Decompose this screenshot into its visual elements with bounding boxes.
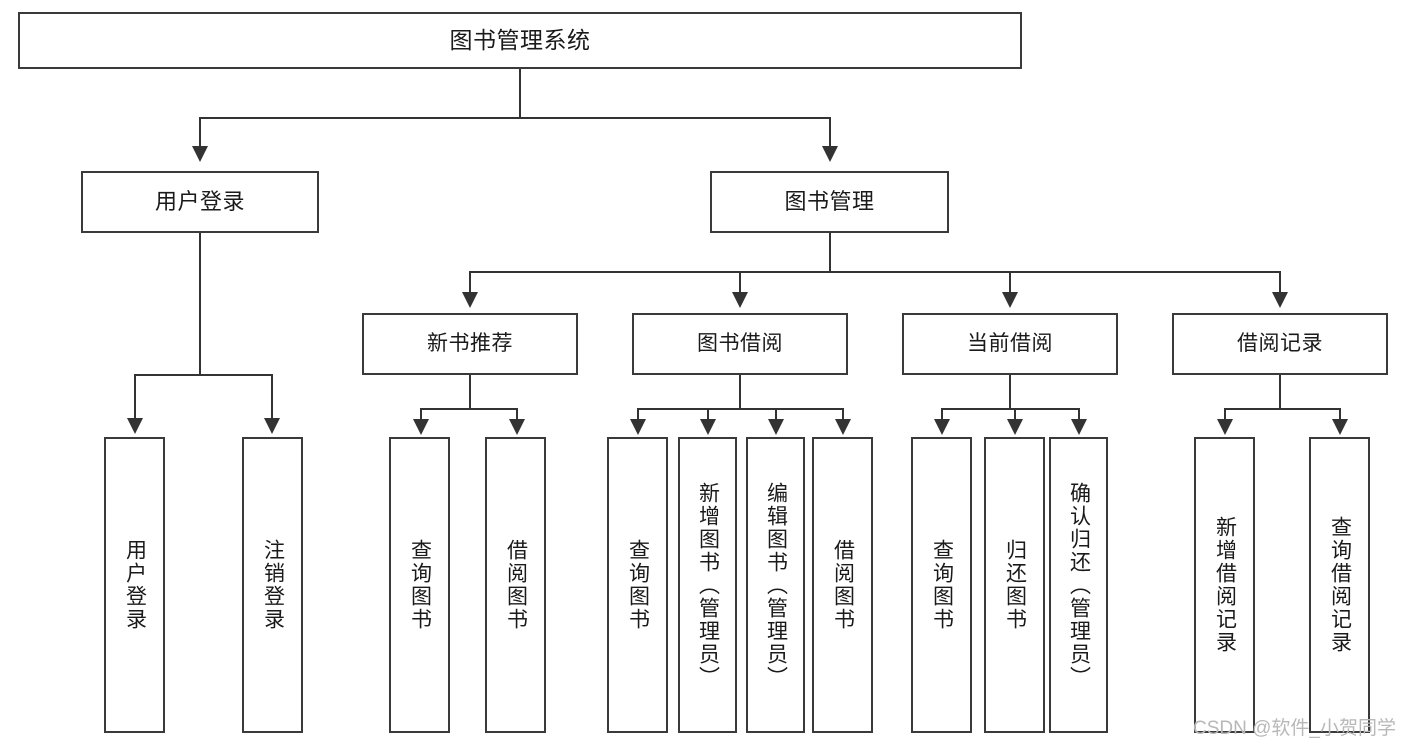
arrow-bookborrow-to-leaf4	[835, 419, 851, 435]
node-root-system[interactable]: 图书管理系统	[18, 12, 1022, 69]
node-label: 图书借阅	[697, 331, 783, 355]
connector-bookborrow-to-leaf1	[637, 408, 639, 420]
connector-bookborrow-to-leaf3	[775, 408, 777, 420]
arrow-currentborrow-to-leaf1	[934, 419, 950, 435]
node-label: 新书推荐	[427, 331, 513, 355]
node-label: 新增借阅记录	[1213, 516, 1237, 654]
node-label: 借阅图书	[504, 539, 528, 631]
arrow-root-to-login	[192, 146, 208, 162]
connector-bookmgmt-to-borrow	[739, 271, 741, 293]
node-label: 查询图书	[626, 539, 650, 631]
leaf-query-borrow-record[interactable]: 查询借阅记录	[1309, 437, 1370, 733]
connector-bookborrow-to-leaf2	[707, 408, 709, 420]
connector-bookborrow-bus	[637, 408, 843, 410]
connector-newbook-to-leaf1	[420, 408, 422, 420]
leaf-logout-login[interactable]: 注销登录	[242, 437, 303, 733]
connector-root-to-login	[199, 117, 201, 149]
leaf-return-book[interactable]: 归还图书	[984, 437, 1045, 733]
arrow-borrowrecord-to-leaf1	[1217, 419, 1233, 435]
node-label: 图书管理	[784, 189, 875, 215]
connector-borrowrecord-to-leaf1	[1224, 408, 1226, 420]
connector-newbook-stem	[469, 375, 471, 409]
connector-root-stem	[519, 69, 521, 118]
connector-root-bus	[199, 117, 831, 119]
node-label: 借阅记录	[1237, 331, 1323, 355]
node-label: 查询图书	[408, 539, 432, 631]
node-borrow-record[interactable]: 借阅记录	[1172, 313, 1388, 375]
node-label: 新增图书（管理员）	[696, 481, 720, 689]
arrow-bookborrow-to-leaf1	[630, 419, 646, 435]
node-label: 归还图书	[1003, 539, 1027, 631]
node-label: 借阅图书	[831, 539, 855, 631]
connector-bookmgmt-stem	[829, 233, 831, 272]
connector-bookborrow-to-leaf4	[842, 408, 844, 420]
arrow-login-to-leaf2	[264, 418, 280, 434]
connector-login-to-leaf1	[134, 374, 136, 420]
arrow-bookmgmt-to-borrow	[732, 292, 748, 308]
node-label: 当前借阅	[967, 331, 1053, 355]
leaf-edit-book-admin[interactable]: 编辑图书（管理员）	[746, 437, 805, 733]
node-label: 查询借阅记录	[1328, 516, 1352, 654]
arrow-currentborrow-to-leaf2	[1007, 419, 1023, 435]
connector-borrowrecord-bus	[1224, 408, 1341, 410]
node-user-login[interactable]: 用户登录	[81, 171, 319, 233]
node-label: 注销登录	[261, 539, 285, 631]
leaf-add-borrow-record[interactable]: 新增借阅记录	[1194, 437, 1255, 733]
connector-currentborrow-stem	[1009, 375, 1011, 409]
node-book-management[interactable]: 图书管理	[710, 171, 949, 233]
arrow-login-to-leaf1	[127, 418, 143, 434]
leaf-add-book-admin[interactable]: 新增图书（管理员）	[678, 437, 737, 733]
arrow-borrowrecord-to-leaf2	[1332, 419, 1348, 435]
connector-newbook-bus	[420, 408, 518, 410]
node-label: 查询图书	[930, 539, 954, 631]
arrow-newbook-to-leaf1	[413, 419, 429, 435]
node-current-borrow[interactable]: 当前借阅	[902, 313, 1118, 375]
connector-currentborrow-to-leaf3	[1078, 408, 1080, 420]
connector-currentborrow-to-leaf2	[1014, 408, 1016, 420]
node-label: 用户登录	[154, 189, 245, 215]
arrow-bookmgmt-to-record	[1272, 292, 1288, 308]
node-new-book-recommend[interactable]: 新书推荐	[362, 313, 578, 375]
connector-login-stem	[199, 233, 201, 375]
arrow-newbook-to-leaf2	[509, 419, 525, 435]
connector-bookmgmt-to-current	[1009, 271, 1011, 293]
arrow-currentborrow-to-leaf3	[1071, 419, 1087, 435]
connector-bookmgmt-bus	[469, 271, 1280, 273]
leaf-borrow-book-newbook[interactable]: 借阅图书	[485, 437, 546, 733]
node-book-borrow[interactable]: 图书借阅	[632, 313, 848, 375]
arrow-bookmgmt-to-current	[1002, 292, 1018, 308]
leaf-user-login[interactable]: 用户登录	[104, 437, 165, 733]
connector-bookmgmt-to-record	[1279, 271, 1281, 293]
connector-borrowrecord-to-leaf2	[1339, 408, 1341, 420]
leaf-confirm-return-admin[interactable]: 确认归还（管理员）	[1049, 437, 1108, 733]
connector-login-to-leaf2	[271, 374, 273, 420]
connector-newbook-to-leaf2	[516, 408, 518, 420]
connector-bookborrow-stem	[739, 375, 741, 409]
arrow-root-to-bookmgmt	[822, 146, 838, 162]
arrow-bookmgmt-to-new	[462, 292, 478, 308]
node-label: 编辑图书（管理员）	[764, 481, 788, 689]
connector-bookmgmt-to-new	[469, 271, 471, 293]
leaf-query-book-current[interactable]: 查询图书	[911, 437, 972, 733]
connector-login-bus	[134, 374, 271, 376]
leaf-borrow-book-borrow[interactable]: 借阅图书	[812, 437, 873, 733]
node-label: 确认归还（管理员）	[1067, 481, 1091, 689]
connector-root-to-bookmgmt	[829, 117, 831, 149]
leaf-query-book-newbook[interactable]: 查询图书	[389, 437, 450, 733]
connector-currentborrow-to-leaf1	[941, 408, 943, 420]
connector-borrowrecord-stem	[1279, 375, 1281, 409]
connector-currentborrow-bus	[941, 408, 1078, 410]
arrow-bookborrow-to-leaf3	[768, 419, 784, 435]
node-label: 图书管理系统	[449, 27, 591, 54]
node-label: 用户登录	[123, 539, 147, 631]
arrow-bookborrow-to-leaf2	[700, 419, 716, 435]
leaf-query-book-borrow[interactable]: 查询图书	[607, 437, 668, 733]
